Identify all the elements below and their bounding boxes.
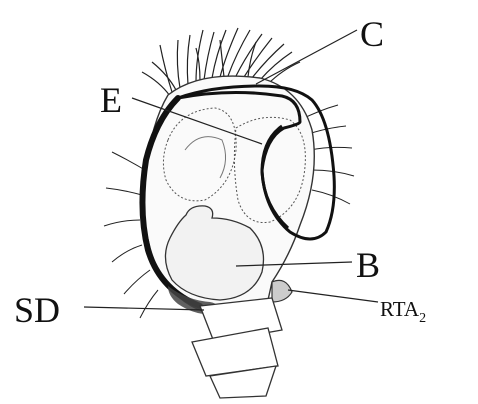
label-rta-main: RTA xyxy=(380,297,420,321)
label-b: B xyxy=(356,245,380,285)
leader-rta xyxy=(288,290,378,302)
label-sd: SD xyxy=(14,290,60,330)
label-rta: RTA2 xyxy=(380,297,426,326)
label-c: C xyxy=(360,14,384,54)
label-rta-sub: 2 xyxy=(419,311,426,326)
label-e: E xyxy=(100,80,122,120)
rta-process xyxy=(272,280,292,302)
